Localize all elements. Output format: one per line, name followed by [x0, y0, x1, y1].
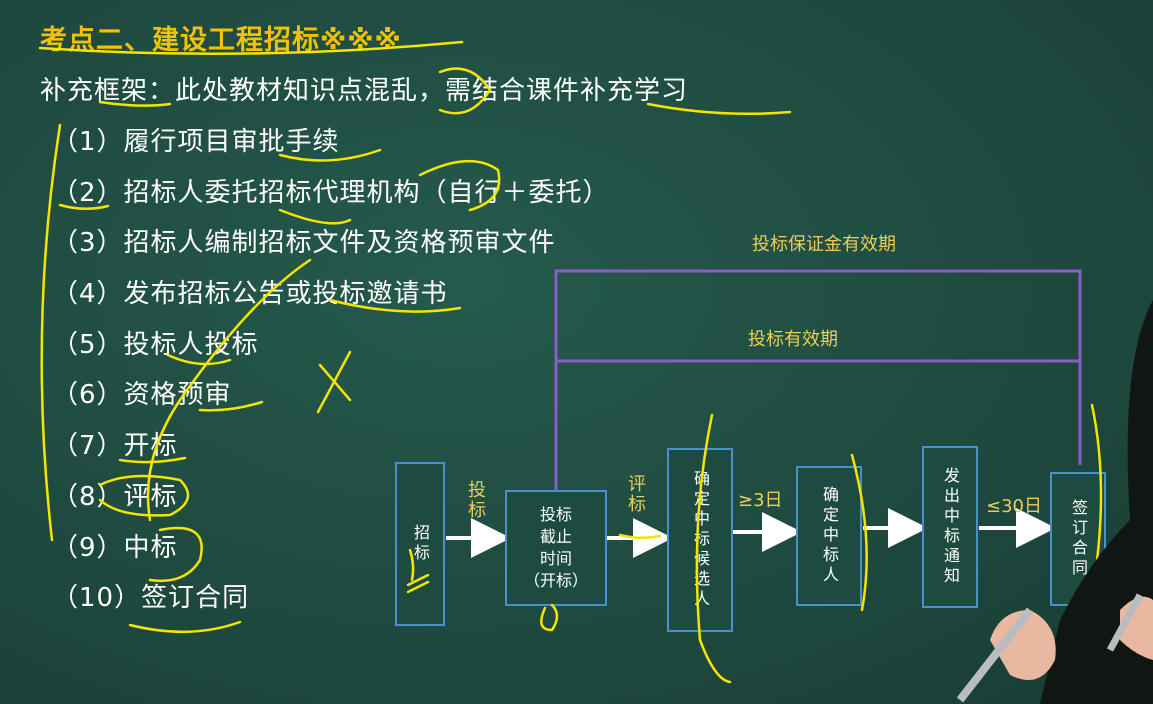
edge-label-le30: ≤30日 [986, 496, 1042, 517]
step-number: （7） [52, 431, 124, 462]
node-label: 确定中标人 [820, 486, 839, 586]
step-text: 开标 [123, 431, 178, 462]
bond-period-label: 投标保证金有效期 [752, 234, 896, 255]
node-notice: 发出中标通知 [922, 446, 978, 608]
list-item: （4）发布招标公告或投标邀请书 [52, 269, 610, 320]
step-number: （2） [52, 177, 124, 208]
step-number: （5） [52, 329, 124, 360]
node-label: 发出中标通知 [941, 467, 960, 587]
edge-label-toubiao: 投标 [465, 480, 486, 520]
step-text: 招标人编制招标文件及资格预审文件 [123, 228, 556, 259]
step-text: 招标人委托招标代理机构（自行＋委托） [123, 177, 610, 208]
list-item: （7）开标 [52, 421, 610, 472]
step-number: （6） [52, 380, 124, 411]
edge-label-ge3: ≥3日 [738, 490, 783, 511]
step-text: 履行项目审批手续 [123, 127, 340, 157]
step-text: 发布招标公告或投标邀请书 [123, 279, 448, 310]
list-item: （9）中标 [52, 523, 610, 574]
step-text: 投标人投标 [123, 329, 259, 360]
list-item: （3）招标人编制招标文件及资格预审文件 [52, 218, 610, 269]
node-bid-deadline: 投标 截止 时间 （开标） [505, 490, 607, 606]
node-label: 投标 截止 时间 （开标） [523, 505, 588, 590]
node-label: 招标 [411, 524, 430, 564]
list-item: （5）投标人投标 [52, 320, 610, 371]
page-subtitle: 补充框架：此处教材知识点混乱，需结合课件补充学习 [40, 76, 689, 106]
step-number: （3） [52, 228, 124, 259]
step-text: 中标 [123, 532, 178, 563]
edge-label-pingbiao: 评标 [625, 474, 646, 514]
node-zhaobiao: 招标 [395, 462, 445, 626]
step-number: （1） [52, 127, 124, 157]
list-item: （6）资格预审 [52, 370, 610, 421]
bond-period-bracket [554, 269, 1082, 493]
step-text: 评标 [123, 481, 178, 512]
node-label: 签订合同 [1069, 499, 1088, 579]
node-winner: 确定中标人 [796, 466, 862, 606]
step-text: 签订合同 [141, 583, 250, 614]
list-item: （2）招标人委托招标代理机构（自行＋委托） [52, 168, 610, 219]
step-number: （4） [52, 279, 124, 310]
bid-period-label: 投标有效期 [748, 329, 838, 350]
step-list: （1）履行项目审批手续 （2）招标人委托招标代理机构（自行＋委托） （3）招标人… [52, 117, 610, 624]
presenter-silhouette [956, 300, 1153, 704]
list-item: （10）签订合同 [52, 573, 610, 624]
step-number: （10） [52, 583, 142, 614]
step-number: （9） [52, 532, 124, 563]
list-item: （1）履行项目审批手续 [52, 117, 610, 168]
